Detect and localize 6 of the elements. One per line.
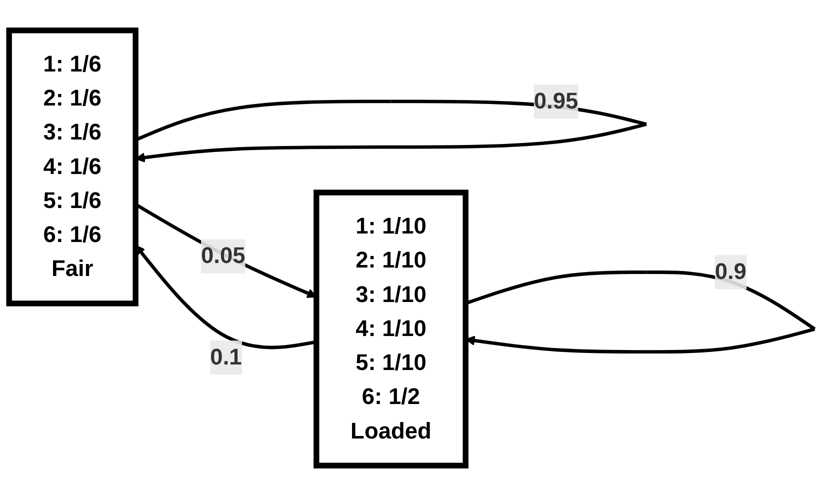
edge-label: 0.95 (534, 88, 578, 114)
edge-label: 0.9 (714, 260, 746, 285)
edge-label: 0.05 (200, 244, 246, 269)
node-box: 1: 1/6 2: 1/6 3: 1/6 4: 1/6 5: 1/6 6: 1/6 Fair (6, 28, 138, 306)
node-box: 1: 1/10 2: 1/10 3: 1/10 4: 1/10 5: 1/10 6: 1/2 Loaded (314, 190, 468, 468)
edge-label: 0.1 (210, 344, 242, 370)
